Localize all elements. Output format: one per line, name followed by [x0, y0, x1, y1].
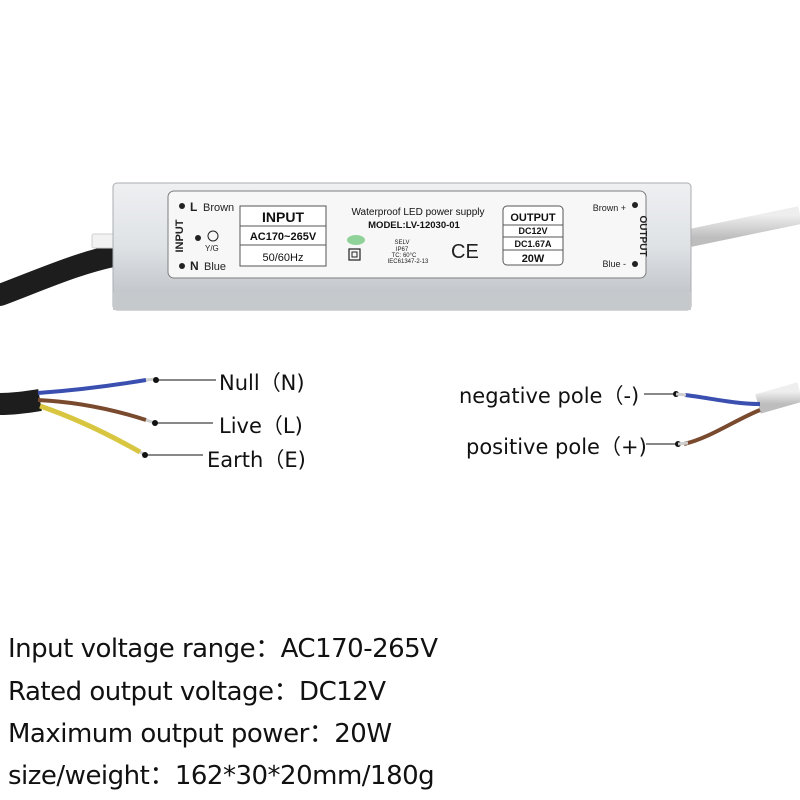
spec-rated-output-voltage: Rated output voltage：DC12V	[8, 677, 386, 707]
cert-iec: IEC61347-2-13	[388, 259, 429, 265]
output-brown-wire	[683, 408, 761, 446]
earth-symbol-icon	[207, 230, 219, 242]
cert-ip67: IP67	[396, 247, 409, 253]
strain-relief	[91, 233, 117, 249]
terminal-earth: Y/G	[205, 244, 219, 253]
output-box-title: OUTPUT	[510, 212, 556, 224]
output-positive: Brown +	[593, 203, 626, 213]
terminal-dot-n	[179, 263, 185, 269]
green-led-icon	[347, 235, 365, 245]
input-side-label: INPUT	[174, 219, 186, 252]
yellow-wire	[39, 403, 142, 455]
input-wires	[0, 377, 216, 458]
positive-pole-label: positive pole（+)	[466, 435, 647, 459]
input-box	[239, 205, 327, 267]
output-side-label: OUTPUT	[637, 215, 648, 256]
negative-pole-label: negative pole（-)	[459, 384, 640, 408]
spec-maximum-output-power: Maximum output power：20W	[8, 719, 392, 749]
output-voltage: DC12V	[518, 226, 547, 236]
terminal-dot-earth	[195, 235, 201, 241]
output-wire-cable	[755, 382, 800, 414]
output-negative: Blue -	[602, 259, 626, 269]
brown-wire	[37, 398, 147, 422]
terminal-l-color: Brown	[203, 202, 234, 214]
double-insulation-icon	[348, 248, 361, 261]
terminal-dot-negative	[632, 261, 638, 267]
output-current: DC1.67A	[514, 239, 552, 249]
output-wires	[644, 382, 800, 447]
input-black-cable	[0, 244, 129, 306]
spec-input-voltage-range: Input voltage range：AC170-265V	[8, 634, 438, 664]
terminal-l: L	[190, 200, 197, 214]
output-grey-cable	[688, 206, 800, 247]
terminal-n: N	[190, 259, 199, 273]
input-wire-cable	[0, 389, 42, 415]
cert-selv: SELV	[395, 240, 410, 246]
blue-wire	[37, 378, 147, 395]
earth-label: Earth（E)	[207, 448, 306, 472]
null-label: Null（N)	[219, 371, 305, 395]
input-voltage: AC170~265V	[250, 231, 317, 243]
ce-mark: CE	[451, 241, 479, 263]
terminal-dot-positive	[632, 202, 638, 208]
terminal-dot-l	[179, 203, 185, 209]
model-number: MODEL:LV-12030-01	[368, 220, 460, 231]
housing-bottom-edge	[113, 292, 691, 310]
input-box-title: INPUT	[262, 209, 304, 225]
output-blue-wire	[684, 393, 761, 406]
input-frequency: 50/60Hz	[263, 252, 304, 264]
power-supply-unit: INPUT L Brown Y/G N Blue INPUT AC170~265…	[0, 182, 800, 311]
terminal-n-color: Blue	[204, 261, 226, 273]
cert-tc: TC: 60°C	[392, 253, 417, 259]
live-label: Live（L)	[219, 414, 303, 438]
output-power: 20W	[522, 253, 545, 265]
spec-size-weight: size/weight：162*30*20mm/180g	[8, 761, 435, 791]
product-name: Waterproof LED power supply	[351, 207, 484, 218]
